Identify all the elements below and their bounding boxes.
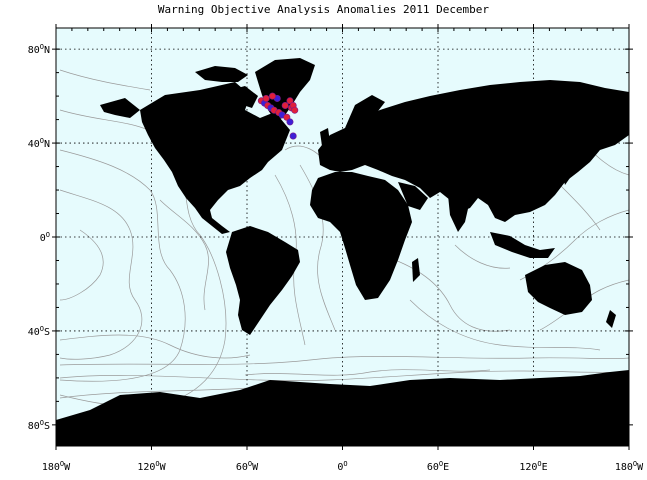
observation-marker — [286, 118, 294, 126]
observation-marker — [291, 106, 299, 114]
lon-label: 60OW — [236, 460, 259, 473]
map-title: Warning Objective Analysis Anomalies 201… — [157, 3, 490, 16]
madagascar — [412, 258, 420, 282]
lat-label: 0O — [40, 231, 50, 244]
antarctica — [56, 370, 629, 446]
south-america — [226, 226, 300, 335]
lon-label: 120OE — [519, 460, 547, 473]
lon-label: 180OW — [615, 460, 644, 473]
canadian-arctic-islands — [195, 66, 248, 82]
new-zealand — [606, 310, 616, 328]
baffin-island — [230, 86, 258, 108]
axis-ticks — [52, 24, 633, 450]
lon-label: 120OW — [137, 460, 166, 473]
lon-label: 60OE — [427, 460, 449, 473]
eurasia — [318, 80, 629, 222]
lat-label: 80ON — [28, 43, 50, 56]
india — [448, 195, 470, 232]
observation-marker — [262, 94, 270, 102]
land-masses — [56, 58, 629, 446]
observation-marker — [268, 92, 276, 100]
lon-label: 180OW — [42, 460, 71, 473]
observation-marker — [289, 132, 297, 140]
graticule — [56, 28, 629, 446]
japan — [560, 160, 572, 185]
british-isles — [320, 128, 330, 146]
lat-label: 40OS — [28, 325, 50, 338]
axis-labels: 80ON 40ON 0O 40OS 80OS 180OW 120OW 60OW 0O 60OE 12… — [28, 43, 644, 473]
north-america — [140, 82, 290, 234]
scandinavia — [345, 95, 385, 128]
arabia — [398, 182, 428, 210]
observation-marker — [281, 101, 289, 109]
lon-label: 0O — [337, 460, 347, 473]
australia — [525, 262, 592, 315]
lat-label: 40ON — [28, 137, 50, 150]
africa — [310, 172, 412, 300]
observation-markers — [257, 92, 299, 140]
lat-label: 80OS — [28, 419, 50, 432]
southeast-asia-islands — [490, 232, 555, 258]
alaska — [100, 98, 140, 118]
